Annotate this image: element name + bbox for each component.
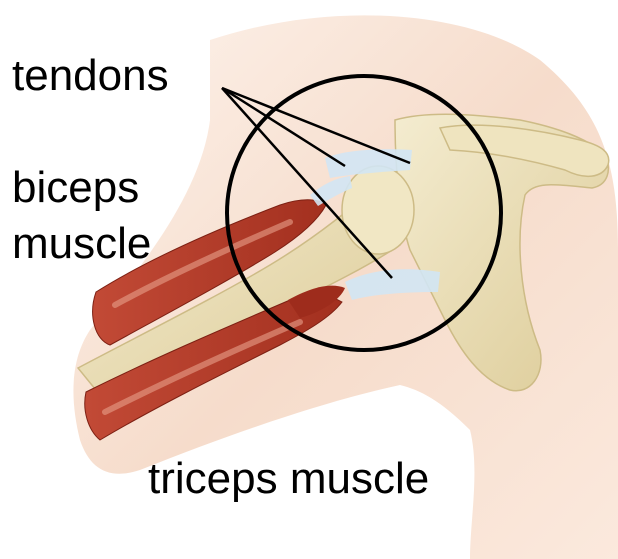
tendons-label: tendons xyxy=(12,52,169,100)
humeral-head xyxy=(342,166,414,254)
biceps-label-line2: muscle xyxy=(12,220,151,268)
triceps-label: triceps muscle xyxy=(148,455,429,503)
biceps-label-line1: biceps xyxy=(12,164,139,212)
